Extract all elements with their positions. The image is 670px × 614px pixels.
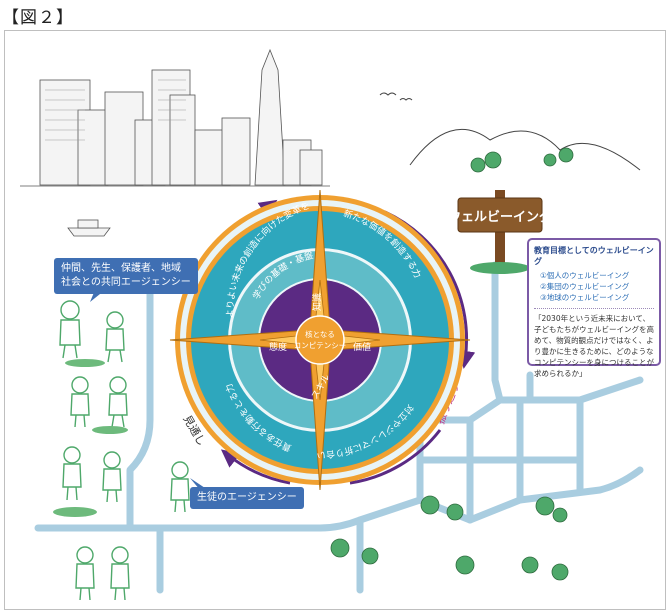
signpost: ウェルビーイング <box>448 190 552 274</box>
signpost-label: ウェルビーイング <box>448 209 552 225</box>
wellbeing-item-3: ③地球のウェルビーイング <box>540 293 630 302</box>
roads <box>34 261 644 594</box>
person <box>102 451 122 503</box>
person <box>105 311 125 363</box>
bushes <box>53 359 128 517</box>
ship <box>67 219 111 237</box>
birds <box>379 92 413 101</box>
figure-frame <box>4 30 666 610</box>
person <box>110 546 130 601</box>
wellbeing-item-2: ②集団のウェルビーイング <box>540 282 630 291</box>
skyline-windows <box>45 79 186 141</box>
trees <box>330 147 574 581</box>
person <box>70 376 90 428</box>
core-knowledge: 知識 <box>311 293 323 311</box>
core-label-line1: 核となる <box>305 329 335 339</box>
co-agency-line2: 社会との共同エージェンシー <box>61 277 191 288</box>
co-agency-callout: 仲間、先生、保護者、地域 社会との共同エージェンシー <box>54 258 198 294</box>
person <box>75 546 95 601</box>
person <box>62 446 82 501</box>
compass <box>169 189 471 491</box>
core-values: 価値 <box>353 341 371 353</box>
people-group <box>59 300 190 601</box>
city-skyline <box>20 48 330 187</box>
wellbeing-quote: 「2030年という近未来において、子どもたちがウェルビーイングを高めて、物質的観… <box>534 308 654 379</box>
core-label-line2: コンピテンシー <box>294 341 347 350</box>
hills <box>409 128 641 171</box>
wellbeing-box: 教育目標としてのウェルビーイング ①個人のウェルビーイング ②集団のウェルビーイ… <box>527 238 661 378</box>
person <box>108 376 128 428</box>
person <box>170 461 190 513</box>
person <box>59 300 81 359</box>
core-attitudes: 態度 <box>269 341 287 353</box>
student-agency-callout: 生徒のエージェンシー <box>190 487 304 509</box>
core-center <box>295 315 345 365</box>
co-agency-line1: 仲間、先生、保護者、地域 <box>61 263 181 274</box>
figure-label: 【図２】 <box>2 8 74 28</box>
wellbeing-item-1: ①個人のウェルビーイング <box>540 271 630 280</box>
wellbeing-title: 教育目標としてのウェルビーイング <box>534 246 654 266</box>
